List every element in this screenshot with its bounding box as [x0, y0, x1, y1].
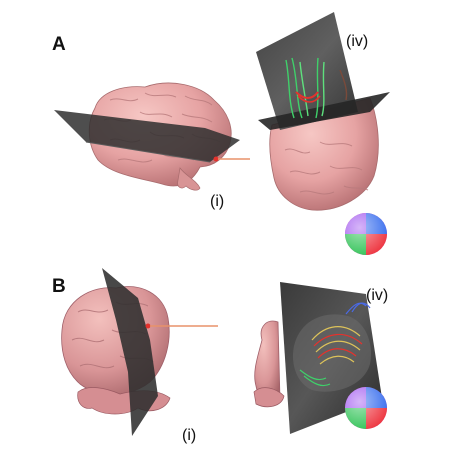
panel-a-axial-tract-plane — [258, 92, 390, 130]
panel-a-seed-point — [213, 156, 219, 162]
panel-b-mri-brain-outline — [292, 314, 372, 392]
panel-a-direction-color-sphere-icon — [345, 213, 387, 255]
panel-a-brainstem — [177, 167, 201, 191]
panel-b-sagittal-slice-plane — [102, 268, 158, 436]
panel-a-left-label: (i) — [210, 193, 224, 210]
panel-a-coronal-slice-plane — [256, 12, 358, 130]
panel-b-letter: B — [52, 276, 66, 297]
panel-b-lower-structures-right — [253, 387, 285, 408]
panel-a-brain-with-plane: (i) — [54, 82, 250, 210]
panel-a-letter: A — [52, 34, 66, 55]
panel-b-direction-color-sphere-icon — [345, 387, 387, 429]
panel-a-plane-edge-highlight — [85, 141, 211, 163]
panel-a-axial-slice-plane — [54, 110, 240, 162]
panel-a-hemisphere-gyri — [284, 141, 369, 195]
panel-a-tractography-view: (iv) — [256, 12, 390, 211]
panel-a-right-label: (iv) — [346, 33, 368, 50]
panel-b-left-label: (i) — [182, 427, 196, 444]
panel-b-right-label: (iv) — [366, 287, 388, 304]
panel-a: A (i) — [52, 12, 390, 255]
panel-b-brain-with-plane: (i) — [61, 268, 218, 444]
panel-b: B (i) — [52, 268, 388, 444]
panel-b-fiber-tracts — [299, 302, 371, 387]
panel-b-seed-point — [145, 323, 151, 329]
panel-a-fiber-tracts — [285, 57, 348, 119]
